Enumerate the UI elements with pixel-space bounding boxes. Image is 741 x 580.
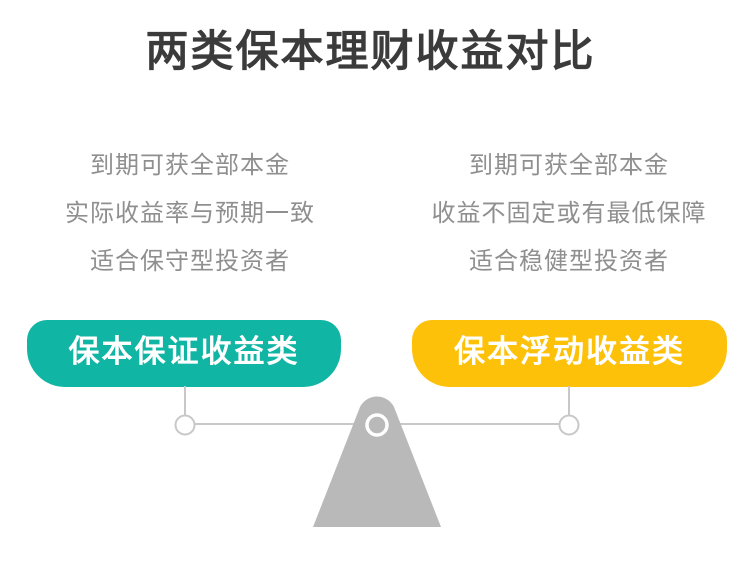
right-feature-3: 适合稳健型投资者 bbox=[469, 248, 669, 275]
right-joint-circle bbox=[558, 414, 580, 436]
left-feature-list: 到期可获全部本金 实际收益率与预期一致 适合保守型投资者 bbox=[30, 154, 350, 298]
left-category-label: 保本保证收益类 bbox=[68, 334, 300, 369]
right-category-badge: 保本浮动收益类 bbox=[412, 320, 727, 387]
right-feature-1: 到期可获全部本金 bbox=[469, 152, 669, 179]
fulcrum-triangle bbox=[313, 396, 441, 527]
left-feature-3: 适合保守型投资者 bbox=[90, 248, 290, 275]
pivot-ring-icon bbox=[365, 413, 389, 437]
left-category-badge: 保本保证收益类 bbox=[27, 320, 341, 387]
right-feature-list: 到期可获全部本金 收益不固定或有最低保障 适合稳健型投资者 bbox=[409, 154, 729, 298]
left-feature-1: 到期可获全部本金 bbox=[90, 152, 290, 179]
right-category-label: 保本浮动收益类 bbox=[454, 334, 685, 369]
left-joint-circle bbox=[174, 414, 196, 436]
page-title: 两类保本理财收益对比 bbox=[145, 28, 596, 76]
right-feature-2: 收益不固定或有最低保障 bbox=[431, 200, 707, 227]
left-feature-2: 实际收益率与预期一致 bbox=[65, 200, 315, 227]
